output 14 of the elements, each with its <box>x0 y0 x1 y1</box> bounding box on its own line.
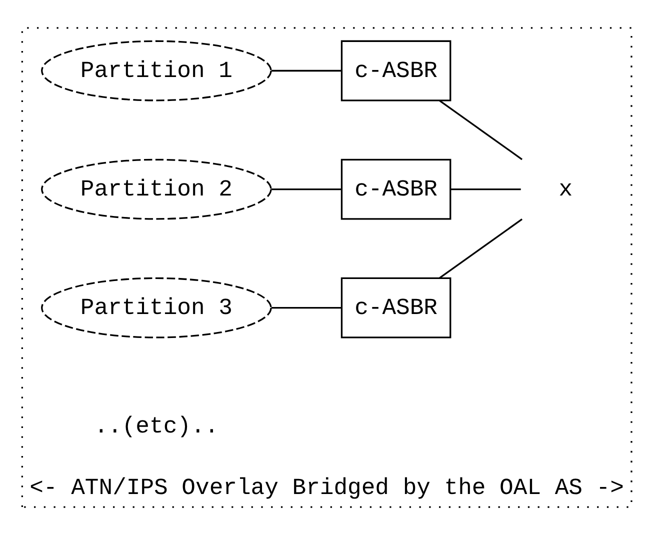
node-box: c-ASBR <box>340 40 451 102</box>
connector <box>450 188 520 190</box>
node-ellipse: Partition 1 <box>40 40 272 102</box>
node-box: c-ASBR <box>340 277 451 338</box>
connector <box>270 307 341 309</box>
connector <box>270 70 341 72</box>
connector <box>270 188 341 190</box>
connector <box>438 100 522 160</box>
label: ..(etc).. <box>94 413 218 440</box>
connector <box>438 218 522 279</box>
node-ellipse: Partition 3 <box>40 277 272 338</box>
node-ellipse: Partition 2 <box>40 158 272 220</box>
node-text: x <box>558 176 572 202</box>
node-box: c-ASBR <box>340 158 451 220</box>
